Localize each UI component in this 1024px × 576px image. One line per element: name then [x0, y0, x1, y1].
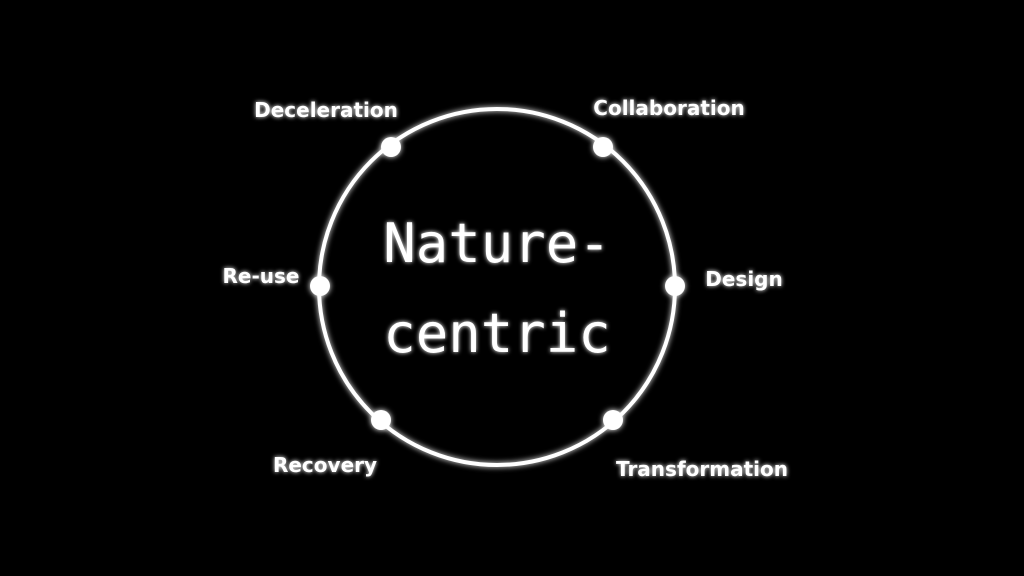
node-label-re-use: Re-use [223, 264, 300, 288]
node-dot-collaboration [593, 137, 613, 157]
node-label-design: Design [705, 267, 782, 291]
node-dot-design [665, 276, 685, 296]
center-title-line-1: Nature- [383, 212, 611, 275]
node-label-collaboration: Collaboration [593, 96, 744, 120]
node-dot-transformation [603, 410, 623, 430]
node-dot-recovery [371, 410, 391, 430]
node-label-deceleration: Deceleration [254, 98, 398, 122]
node-dot-re-use [310, 276, 330, 296]
cycle-ring [317, 107, 677, 467]
center-title-line-2: centric [383, 302, 611, 365]
node-label-recovery: Recovery [273, 453, 377, 477]
node-dot-deceleration [381, 137, 401, 157]
node-label-transformation: Transformation [616, 457, 788, 481]
